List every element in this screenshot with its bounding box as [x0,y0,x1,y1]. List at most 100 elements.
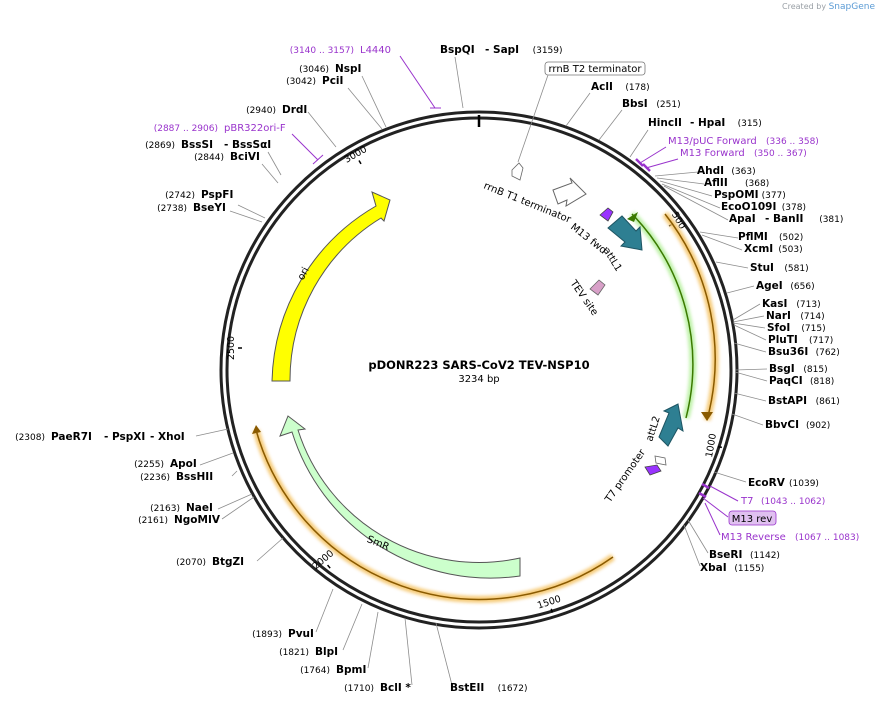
enzyme-position: (381) [819,215,843,225]
tick-mark [550,608,554,613]
enzyme-position: (503) [778,245,802,255]
enzyme-position: (2844) [194,153,224,163]
enzyme-position: (2161) [138,516,168,526]
enzyme-name: BtgZI [212,556,244,568]
rrnb-t1-feature [552,177,587,207]
enzyme-position: (2738) [157,204,187,214]
enzyme-labels: BspQI- SapI(3159)NspI(3046)PciI(3042)Drd… [15,44,843,694]
primer-marks [635,158,710,499]
enzyme-position: (368) [745,179,769,189]
enzyme-name: BseYI [193,202,226,214]
enzyme-name: DrdI [282,104,307,116]
feature-arc-bottom [255,429,614,601]
enzyme-position: (715) [801,324,825,334]
rrnb-t2-feature [511,162,524,181]
enzyme-position: (714) [800,312,824,322]
t7-promoter-label: T7 promoter [603,447,649,506]
smr-feature [279,415,521,579]
enzyme-name: PaeR7I [51,431,92,443]
enzyme-name: BsgI [769,363,795,375]
attl1-feature [607,215,643,251]
enzyme-position: (3159) [533,46,563,56]
enzyme-position: (717) [809,336,833,346]
enzyme-name: BclI * [380,682,411,694]
enzyme-position: (2308) [15,433,45,443]
enzyme-position: (861) [816,397,840,407]
enzyme-name: BpmI [336,664,366,676]
primer-name: T7 [740,496,753,507]
tick-mark [717,445,723,449]
primer-name: L4440 [360,45,391,56]
enzyme-name: XbaI [700,562,727,574]
feature-arc-green [631,213,694,419]
enzyme-name: KasI [762,298,787,310]
enzyme-name: - BssSαI [224,139,271,151]
enzyme-position: (713) [796,300,820,310]
enzyme-name: NgoMIV [174,514,221,526]
enzyme-name: BbvCI [765,419,799,431]
enzyme-name: - PspXI [104,431,145,443]
primer-connectors [291,55,739,536]
enzyme-name: - SapI [485,44,519,56]
enzyme-position: (902) [806,421,830,431]
enzyme-name: EcoO109I [721,201,776,213]
enzyme-name: PaqCI [769,375,803,387]
enzyme-position: (762) [816,348,840,358]
rrnb-t2-box [544,61,646,76]
plasmid-size: 3234 bp [458,374,499,385]
primer-position: (350 .. 367) [754,149,807,159]
enzyme-name: - BanII [765,213,803,225]
attl1-label: attL1 [600,246,623,274]
enzyme-position: (3042) [286,77,316,87]
enzyme-position: (1764) [300,666,330,676]
enzyme-position: (178) [625,83,649,93]
enzyme-position: (2255) [134,460,164,470]
enzyme-name: BspQI [440,44,475,56]
enzyme-position: (1039) [789,479,819,489]
enzyme-name: NarI [766,310,791,322]
t7-small-feature [654,455,667,466]
enzyme-name: BstAPI [768,395,807,407]
primer-name: M13 Reverse [721,532,786,543]
enzyme-name: BstEII [450,682,484,694]
enzyme-position: (377) [762,191,786,201]
enzyme-position: (315) [738,119,762,129]
enzyme-name: XcmI [744,243,773,255]
enzyme-name: AhdI [697,165,724,177]
credit-prefix: Created by [782,2,827,11]
enzyme-position: (2869) [145,141,175,151]
enzyme-name: AflII [704,177,728,189]
enzyme-position: (1155) [734,564,764,574]
enzyme-position: (1142) [750,551,780,561]
enzyme-position: (818) [810,377,834,387]
enzyme-name: NspI [335,63,361,75]
enzyme-name: PspFI [201,189,233,201]
enzyme-position: (1893) [252,630,282,640]
primer-position: (2887 .. 2906) [154,124,218,134]
enzyme-name: PvuI [288,628,314,640]
feature-glow-bottom [252,429,616,603]
enzyme-name: PflMI [738,231,768,243]
enzyme-name: NaeI [186,502,213,514]
feature-arc-right [664,213,716,421]
enzyme-position: (3046) [299,65,329,75]
enzyme-position: (2940) [246,106,276,116]
ori-feature [271,191,391,382]
enzyme-name: BciVI [230,151,260,163]
enzyme-name: BlpI [315,646,338,658]
tick-label: 2500 [226,336,237,360]
enzyme-position: (1821) [279,648,309,658]
enzyme-position: (251) [656,100,680,110]
plasmid-name: pDONR223 SARS-CoV2 TEV-NSP10 [368,358,589,372]
primer-position: (1043 .. 1062) [761,497,825,507]
snapgene-brand: SnapGene [828,2,875,12]
enzyme-name: ApaI [729,213,756,225]
ori-label: ori [296,265,312,282]
enzyme-position: (502) [779,233,803,243]
enzyme-connectors [195,56,768,686]
primer-name: M13/pUC Forward [668,136,757,147]
enzyme-name: BbsI [622,98,648,110]
enzyme-name: ApoI [170,458,197,470]
enzyme-position: (2163) [150,504,180,514]
